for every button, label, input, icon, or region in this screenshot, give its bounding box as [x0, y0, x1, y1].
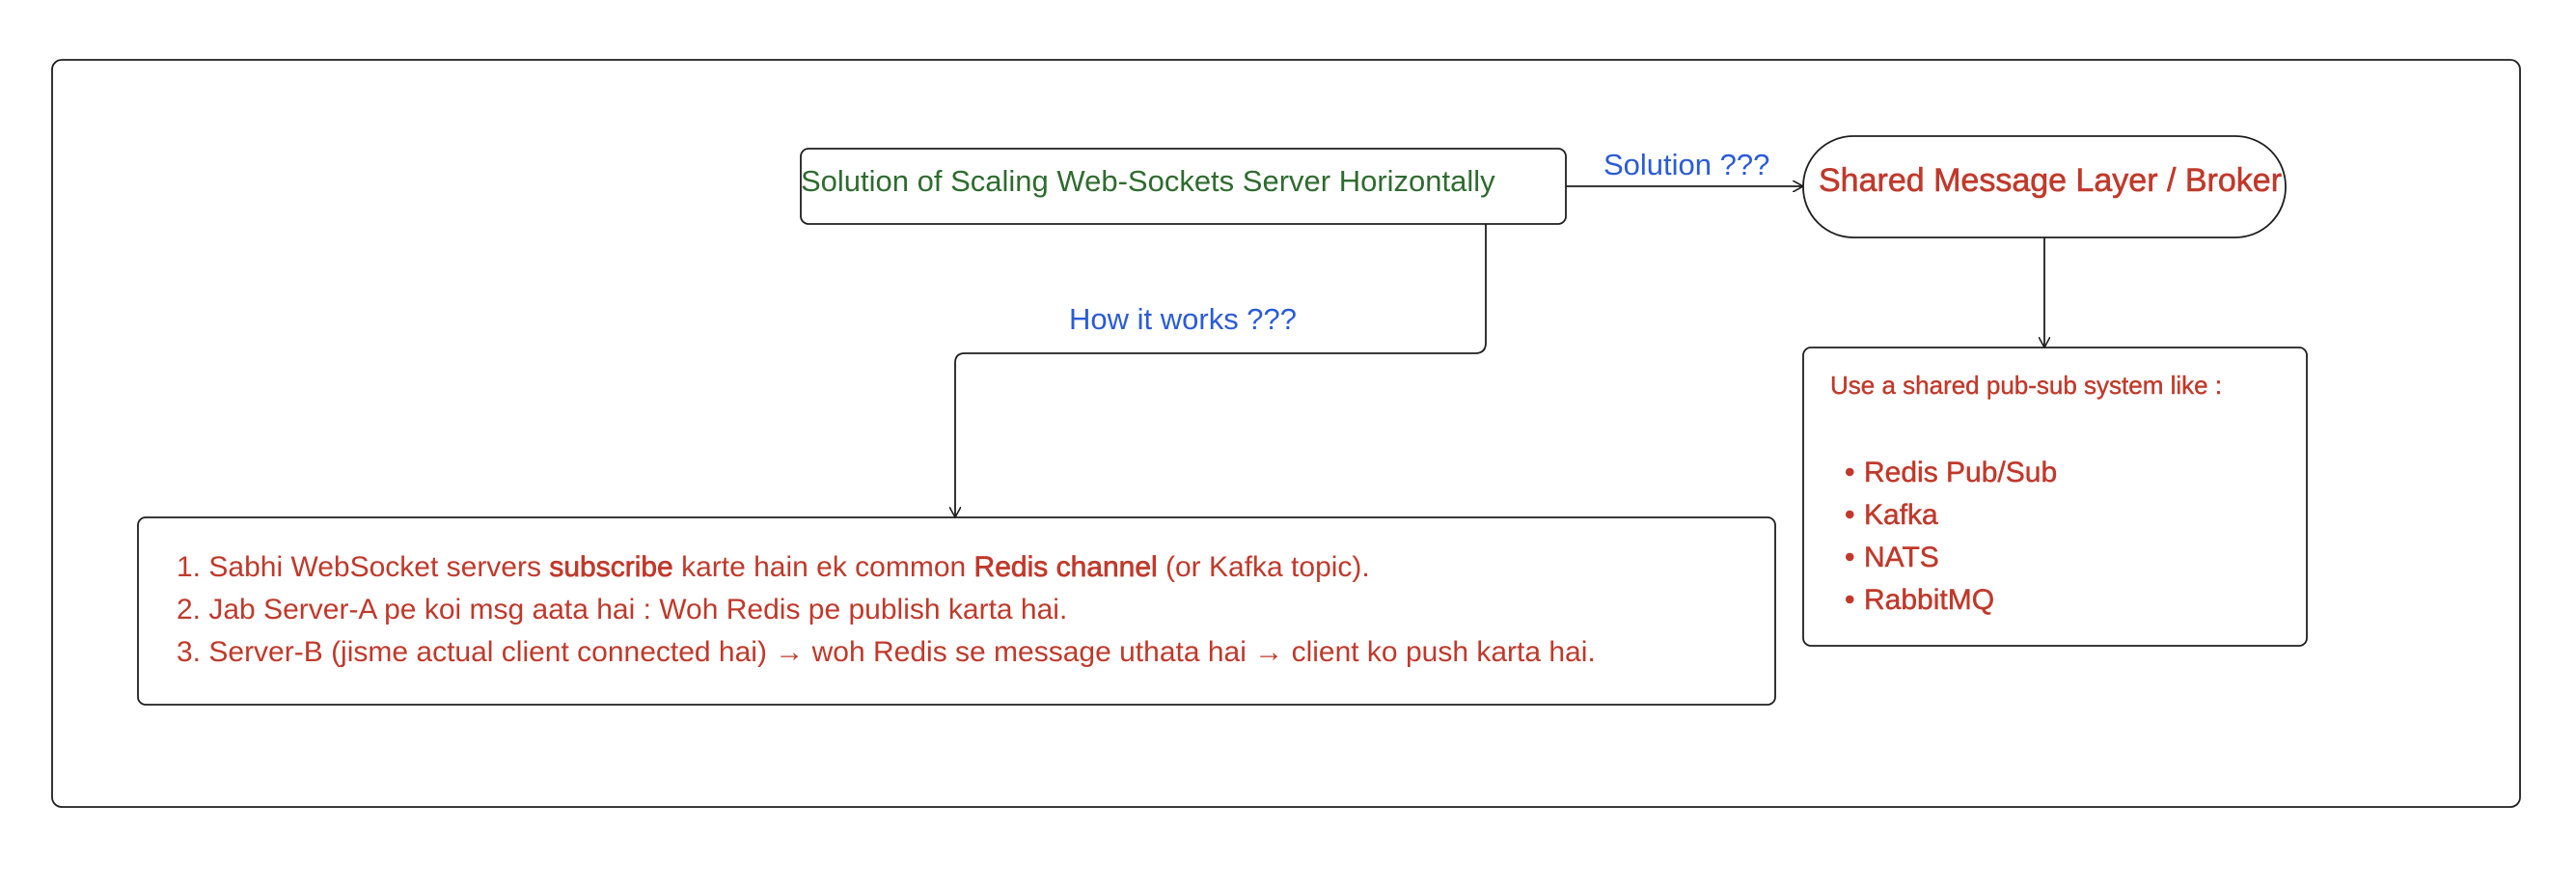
list-item: • Redis Pub/Sub [1845, 452, 2058, 494]
steps-list: 1. Sabhi WebSocket servers subscribe kar… [177, 546, 1596, 674]
step-text: (or Kafka topic). [1157, 551, 1370, 583]
step-keyword: subscribe [549, 551, 673, 584]
step-item: 2. Jab Server-A pe koi msg aata hai : Wo… [177, 589, 1596, 631]
pubsub-item-label: Redis Pub/Sub [1864, 457, 2058, 489]
step-item: 3. Server-B (jisme actual client connect… [177, 631, 1596, 674]
step-number: 3. [177, 636, 202, 668]
list-item: • NATS [1845, 537, 2057, 579]
how-it-works-arrow [955, 224, 1487, 517]
step-number: 2. [177, 594, 202, 626]
pubsub-box[interactable] [1802, 347, 2308, 647]
pubsub-item-label: NATS [1864, 542, 1939, 574]
pubsub-item-label: Kafka [1864, 499, 1938, 532]
step-text: Sabhi WebSocket servers [208, 551, 550, 583]
solution-arrow-label: Solution ??? [1603, 148, 1770, 181]
step-text: Server-B (jisme actual client connected … [208, 636, 1596, 668]
step-number: 1. [177, 551, 202, 583]
pubsub-list: • Redis Pub/Sub • Kafka • NATS • RabbitMQ [1845, 452, 2058, 622]
bullet-icon: • [1845, 584, 1855, 617]
step-text: karte hain ek common [672, 551, 974, 583]
list-item: • RabbitMQ [1845, 579, 2057, 622]
how-it-works-label: How it works ??? [1069, 302, 1298, 336]
title-box-label: Solution of Scaling Web-Sockets Server H… [801, 164, 1495, 198]
pubsub-item-label: RabbitMQ [1864, 584, 1995, 617]
broker-label: Shared Message Layer / Broker [1819, 162, 2283, 200]
bullet-icon: • [1845, 457, 1855, 489]
step-item: 1. Sabhi WebSocket servers subscribe kar… [177, 546, 1596, 589]
list-item: • Kafka [1845, 494, 2057, 537]
bullet-icon: • [1845, 499, 1855, 532]
step-text: Jab Server-A pe koi msg aata hai : Woh R… [208, 594, 1068, 626]
pubsub-intro: Use a shared pub-sub system like : [1830, 371, 2223, 400]
outer-frame [51, 59, 2521, 808]
step-keyword: Redis channel [973, 551, 1158, 584]
bullet-icon: • [1845, 542, 1855, 574]
